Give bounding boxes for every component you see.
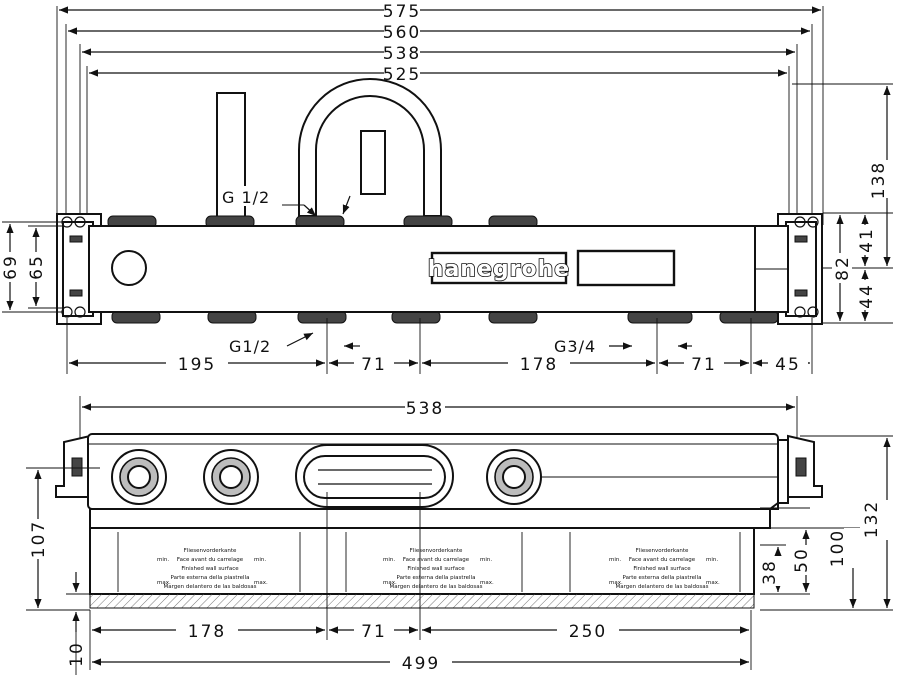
dim-82: 82 <box>833 255 853 281</box>
dim-45: 45 <box>775 355 801 375</box>
svg-text:Fliesenvorderkante: Fliesenvorderkante <box>636 548 689 554</box>
dim-575: 575 <box>383 2 421 22</box>
port-oval <box>295 444 454 508</box>
svg-text:Face avant du carrelage: Face avant du carrelage <box>177 557 244 563</box>
dim-107: 107 <box>29 520 49 558</box>
svg-text:Face avant du carrelage: Face avant du carrelage <box>629 557 696 563</box>
svg-text:min.: min. <box>254 557 266 563</box>
svg-text:max.: max. <box>480 580 494 586</box>
thread-g12-bottom: G1/2 <box>229 337 271 356</box>
svg-text:min.: min. <box>157 557 169 563</box>
svg-text:max.: max. <box>254 580 268 586</box>
svg-text:min.: min. <box>383 557 395 563</box>
tile-label-block-3: Fliesenvorderkante Face avant du carrela… <box>609 548 720 590</box>
dim-65: 65 <box>27 254 47 280</box>
svg-text:min.: min. <box>609 557 621 563</box>
svg-text:Parte esterna della piastrella: Parte esterna della piastrella <box>397 575 476 581</box>
svg-text:Margen delantero de las baldos: Margen delantero de las baldosas <box>616 584 709 590</box>
dim-525: 525 <box>383 65 421 85</box>
dim-178-front: 178 <box>188 622 226 642</box>
port-1 <box>111 449 167 505</box>
tile-hatch <box>89 593 755 609</box>
svg-text:max.: max. <box>609 580 623 586</box>
u-bend-pipe <box>298 78 442 217</box>
svg-text:Parte esterna della piastrella: Parte esterna della piastrella <box>623 575 702 581</box>
control-knob <box>111 250 147 286</box>
dim-538-front: 538 <box>406 399 444 419</box>
svg-text:Fliesenvorderkante: Fliesenvorderkante <box>184 548 237 554</box>
bottom-extension-lines <box>66 318 813 374</box>
extension-lines-top <box>56 6 824 225</box>
svg-text:max.: max. <box>157 580 171 586</box>
dim-250: 250 <box>569 622 607 642</box>
label-window <box>576 249 676 287</box>
svg-text:Finished wall surface: Finished wall surface <box>633 566 691 572</box>
svg-text:Fliesenvorderkante: Fliesenvorderkante <box>410 548 463 554</box>
tile-label-block-2: Fliesenvorderkante Face avant du carrela… <box>383 548 494 590</box>
tile-vertical-dividers <box>117 532 741 592</box>
tile-label-block-1: Fliesenvorderkante Face avant du carrela… <box>157 548 268 590</box>
dim-132: 132 <box>862 500 882 538</box>
top-view: 575 560 538 525 <box>1 0 893 375</box>
dim-100: 100 <box>828 529 848 567</box>
svg-text:Margen delantero de las baldos: Margen delantero de las baldosas <box>164 584 257 590</box>
dim-71-front: 71 <box>361 622 387 642</box>
svg-text:min.: min. <box>706 557 718 563</box>
dim-538: 538 <box>383 44 421 64</box>
dim-71-a: 71 <box>361 355 387 375</box>
diverter-slot <box>360 130 386 195</box>
dim-195: 195 <box>178 355 216 375</box>
port-3 <box>486 449 542 505</box>
brand-logo: hanegrohe <box>428 257 570 282</box>
dim-178-top: 178 <box>520 355 558 375</box>
port-2 <box>203 449 259 505</box>
dim-71-b: 71 <box>691 355 717 375</box>
svg-text:max.: max. <box>383 580 397 586</box>
dim-44: 44 <box>857 283 877 309</box>
thread-g12-top: G 1/2 <box>222 188 270 207</box>
dim-38: 38 <box>760 559 780 585</box>
svg-text:Parte esterna della piastrella: Parte esterna della piastrella <box>171 575 250 581</box>
svg-text:Margen delantero de las baldos: Margen delantero de las baldosas <box>390 584 483 590</box>
dim-560: 560 <box>383 23 421 43</box>
logo-plate <box>430 251 568 285</box>
dim-50: 50 <box>792 547 812 573</box>
svg-text:min.: min. <box>480 557 492 563</box>
main-body <box>88 225 756 313</box>
dim-69: 69 <box>1 254 21 280</box>
dim-10: 10 <box>67 641 87 667</box>
tile-band <box>89 527 755 595</box>
svg-text:max.: max. <box>706 580 720 586</box>
dim-138-label: 138 <box>869 161 889 199</box>
thread-g34: G3/4 <box>554 337 596 356</box>
svg-text:Finished wall surface: Finished wall surface <box>407 566 465 572</box>
dim-499: 499 <box>402 654 440 674</box>
front-bottom-extension-lines <box>89 492 752 670</box>
front-view: 538 <box>26 396 898 675</box>
dim-41: 41 <box>857 227 877 253</box>
svg-text:Finished wall surface: Finished wall surface <box>181 566 239 572</box>
svg-text:Face avant du carrelage: Face avant du carrelage <box>403 557 470 563</box>
